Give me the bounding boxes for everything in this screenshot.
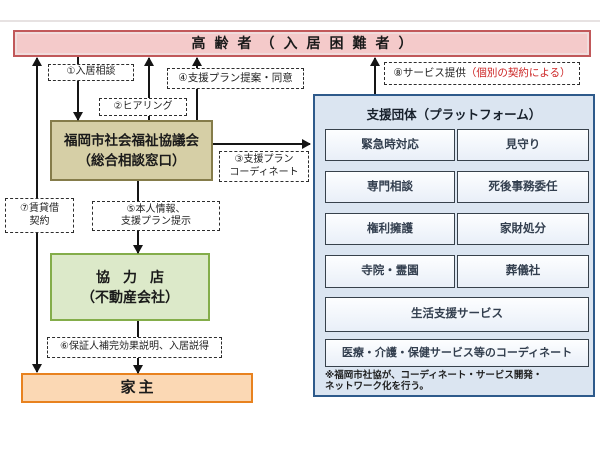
platform-footnote: ※福岡市社協が、コーディネート・サービス開発・ ネットワーク化を行う。 xyxy=(325,370,589,392)
service-label: 家財処分 xyxy=(500,222,546,235)
step3-text-line2: コーディネート xyxy=(229,166,299,178)
step6-text: ⑥保証人補完効果説明、入居説得 xyxy=(60,341,209,353)
footnote-line1: ※福岡市社協が、コーディネート・サービス開発・ xyxy=(325,370,543,381)
step5-text-line1: ⑤本人情報、 xyxy=(126,203,186,215)
landlord-box-label: 家主 xyxy=(120,379,157,397)
service-box-post-death-affairs: 死後事務委任 xyxy=(457,171,589,203)
partner-store-line2: （不動産会社） xyxy=(81,289,179,305)
arrow-step4-plan-proposal-up xyxy=(191,57,204,120)
service-label: 医療・介護・保健サービス等のコーディネート xyxy=(341,346,573,359)
service-box-household-disposal: 家財処分 xyxy=(457,213,589,245)
step2-text: ②ヒアリング xyxy=(113,100,173,112)
service-box-temples-cemeteries: 寺院・霊園 xyxy=(325,255,455,288)
partner-store-line1: 協力店 xyxy=(96,268,177,285)
council-box-line2: （総合相談窓口） xyxy=(77,152,186,168)
step6-label: ⑥保証人補完効果説明、入居説得 xyxy=(47,337,222,358)
step5-label: ⑤本人情報、 支援プラン提示 xyxy=(92,201,220,231)
step4-label: ④支援プラン提案・同意 xyxy=(167,68,304,89)
landlord-box: 家主 xyxy=(21,373,253,403)
step3-label: ③支援プラン コーディネート xyxy=(219,151,309,182)
service-box-funeral-companies: 葬儀社 xyxy=(457,255,589,288)
service-label: 緊急時対応 xyxy=(361,138,419,151)
service-label: 葬儀社 xyxy=(505,265,541,278)
service-box-medical-care-coordination: 医療・介護・保健サービス等のコーディネート xyxy=(325,339,589,367)
footnote-line2: ネットワーク化を行う。 xyxy=(325,381,429,393)
step8-label: ⑧サービス提供（個別の契約による） xyxy=(384,62,580,85)
service-label: 寺院・霊園 xyxy=(361,265,419,278)
step2-label: ②ヒアリング xyxy=(99,98,187,116)
service-box-rights-advocacy: 権利擁護 xyxy=(325,213,455,245)
service-label: 死後事務委任 xyxy=(488,180,558,193)
partner-store-box: 協力店 （不動産会社） xyxy=(50,253,210,321)
arrow-step8-service-up xyxy=(369,57,382,94)
service-box-life-support: 生活支援サービス xyxy=(325,297,589,332)
arrow-step2-hearing-up xyxy=(143,57,156,120)
step5-text-line2: 支援プラン提示 xyxy=(121,216,191,227)
service-label: 生活支援サービス xyxy=(411,308,503,321)
arrow-step3-coordinate-right xyxy=(213,138,311,151)
arrow-step1-consultation-down xyxy=(72,57,85,121)
top-divider-line xyxy=(0,20,600,22)
step3-text-line1: ③支援プラン xyxy=(234,154,294,165)
council-box-line1: 福岡市社会福祉協議会 xyxy=(64,132,199,148)
service-box-watch-over: 見守り xyxy=(457,129,589,161)
council-box: 福岡市社会福祉協議会 （総合相談窓口） xyxy=(50,120,213,181)
step8-red-text: （個別の契約による） xyxy=(465,66,571,79)
step1-text: ①入居相談 xyxy=(66,66,116,78)
step7-label: ⑦賃貸借 契約 xyxy=(5,198,74,233)
support-platform-panel: 支援団体（プラットフォーム） 緊急時対応 見守り 専門相談 死後事務委任 権利擁… xyxy=(313,94,595,397)
service-label: 専門相談 xyxy=(367,180,413,193)
service-label: 権利擁護 xyxy=(367,222,413,235)
platform-title: 支援団体（プラットフォーム） xyxy=(366,108,542,122)
step8-text: ⑧サービス提供 xyxy=(393,66,466,79)
elderly-box-label: 高齢者（入居困難者） xyxy=(191,35,422,52)
service-label: 見守り xyxy=(505,138,541,151)
step7-text-line1: ⑦賃貸借 xyxy=(20,203,59,214)
step1-label: ①入居相談 xyxy=(48,64,134,81)
service-box-specialist-consultation: 専門相談 xyxy=(325,171,455,203)
elderly-box: 高齢者（入居困難者） xyxy=(13,30,591,57)
step7-text-line2: 契約 xyxy=(29,215,50,227)
step4-text: ④支援プラン提案・同意 xyxy=(178,71,293,84)
service-box-emergency-response: 緊急時対応 xyxy=(325,129,455,161)
